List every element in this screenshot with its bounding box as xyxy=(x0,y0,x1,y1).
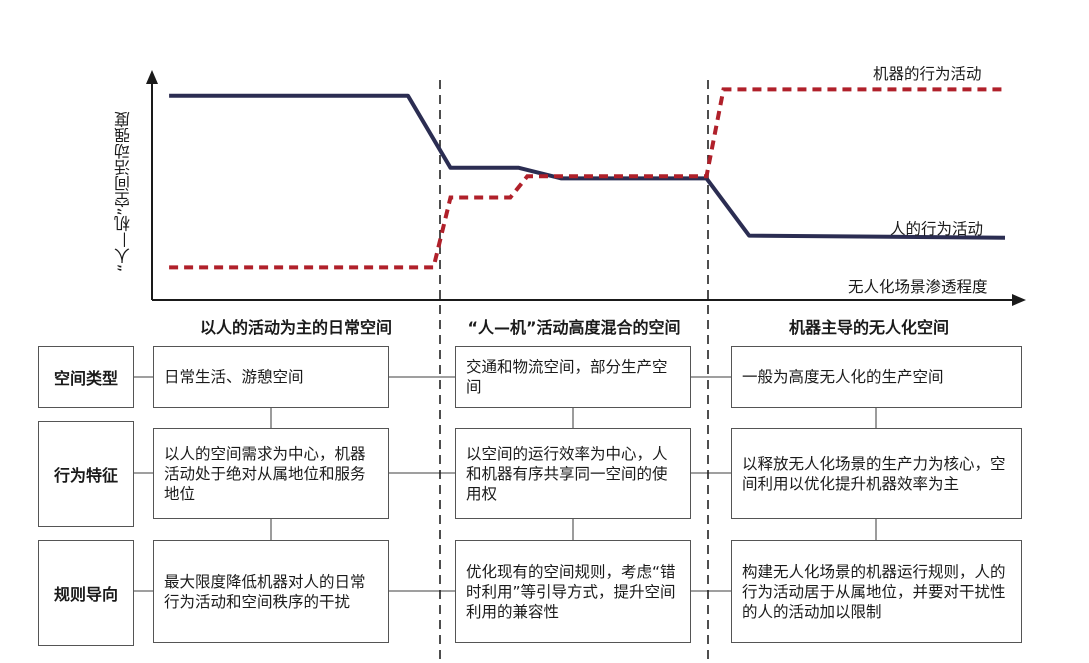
series-machine-line xyxy=(169,87,1005,270)
y-axis-title: “人—机”空间活动强度 xyxy=(114,111,133,273)
cell-rules-machine: 构建无人化场景的机器运行规则，人的行为活动居于从属地位，并要对干扰性的人的活动加… xyxy=(731,540,1022,643)
phase-title-machine: 机器主导的无人化空间 xyxy=(788,318,949,337)
cell-rules-mixed: 优化现有的空间规则，考虑“错时利用”等引导方式，提升空间利用的兼容性 xyxy=(455,540,691,643)
cell-space-type-mixed: 交通和物流空间，部分生产空间 xyxy=(455,346,691,408)
cell-behavior-mixed: 以空间的运行效率为中心，人和机器有序共享同一空间的使用权 xyxy=(455,428,691,519)
series-label-machine: 机器的行为活动 xyxy=(873,65,982,83)
phase-title-mixed: “人—机”活动高度混合的空间 xyxy=(467,318,681,337)
row-label-behavior: 行为特征 xyxy=(38,421,134,527)
phase-title-human: 以人的活动为主的日常空间 xyxy=(199,318,392,337)
table-connectors xyxy=(134,376,877,592)
series-label-human: 人的行为活动 xyxy=(890,220,984,238)
cell-space-type-machine: 一般为高度无人化的生产空间 xyxy=(731,346,1022,408)
cell-space-type-human: 日常生活、游憩空间 xyxy=(153,346,389,408)
row-label-space-type: 空间类型 xyxy=(38,346,134,408)
x-axis-title: 无人化场景渗透程度 xyxy=(848,278,988,296)
cell-rules-human: 最大限度降低机器对人的日常行为活动和空间秩序的干扰 xyxy=(153,540,389,643)
series-human-line xyxy=(169,93,1006,240)
row-label-rules: 规则导向 xyxy=(38,540,134,646)
cell-behavior-machine: 以释放无人化场景的生产力为核心，空间利用以优化提升机器效率为主 xyxy=(731,428,1022,519)
x-axis-arrow xyxy=(1012,294,1026,306)
y-axis-arrow xyxy=(146,70,158,84)
cell-behavior-human: 以人的空间需求为中心，机器活动处于绝对从属地位和服务地位 xyxy=(153,428,389,519)
